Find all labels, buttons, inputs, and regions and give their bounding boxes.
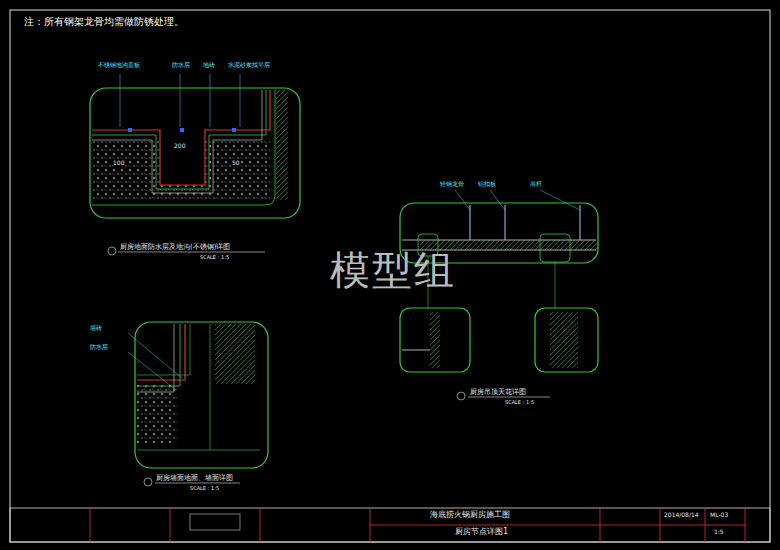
sheet-name: 厨房节点详图1 [455, 528, 508, 537]
dimension: 200 [174, 143, 185, 150]
scale-text: 1:5 [714, 529, 724, 536]
callout-text: 吊杆 [530, 181, 542, 188]
detail-title: 厨房墙面地面、墙面详图 [156, 475, 233, 483]
callout-text: 地砖 [203, 62, 215, 69]
scale-text: SCALE：1:5 [505, 400, 534, 406]
date-text: 2014/08/14 [664, 512, 699, 519]
callout-text: 轻钢龙骨 [440, 181, 464, 188]
callout-text: 墙砖 [90, 325, 102, 332]
note: 注：所有钢架龙骨均需做防锈处理。 [24, 16, 184, 27]
scale-text: SCALE：1:5 [200, 255, 229, 261]
sheet-number: ML-03 [710, 512, 728, 519]
detail-title: 厨房吊顶天花详图 [470, 389, 526, 397]
dimension: 50 [232, 160, 240, 167]
detail-title: 厨房地面防水层及地沟(不锈钢)详图 [120, 244, 230, 252]
scale-text: SCALE：1:5 [190, 486, 219, 492]
project-name: 海底捞火锅厨房施工图 [430, 511, 510, 520]
callout-text: 不锈钢地沟盖板 [98, 62, 140, 69]
dimension: 100 [113, 160, 124, 167]
callout-text: 防水层 [90, 344, 108, 351]
callout-text: 防水层 [172, 62, 190, 69]
watermark: 模型组 [330, 248, 456, 292]
callout-text: 铝扣板 [478, 181, 496, 188]
callout-text: 水泥砂浆找平层 [228, 62, 270, 69]
